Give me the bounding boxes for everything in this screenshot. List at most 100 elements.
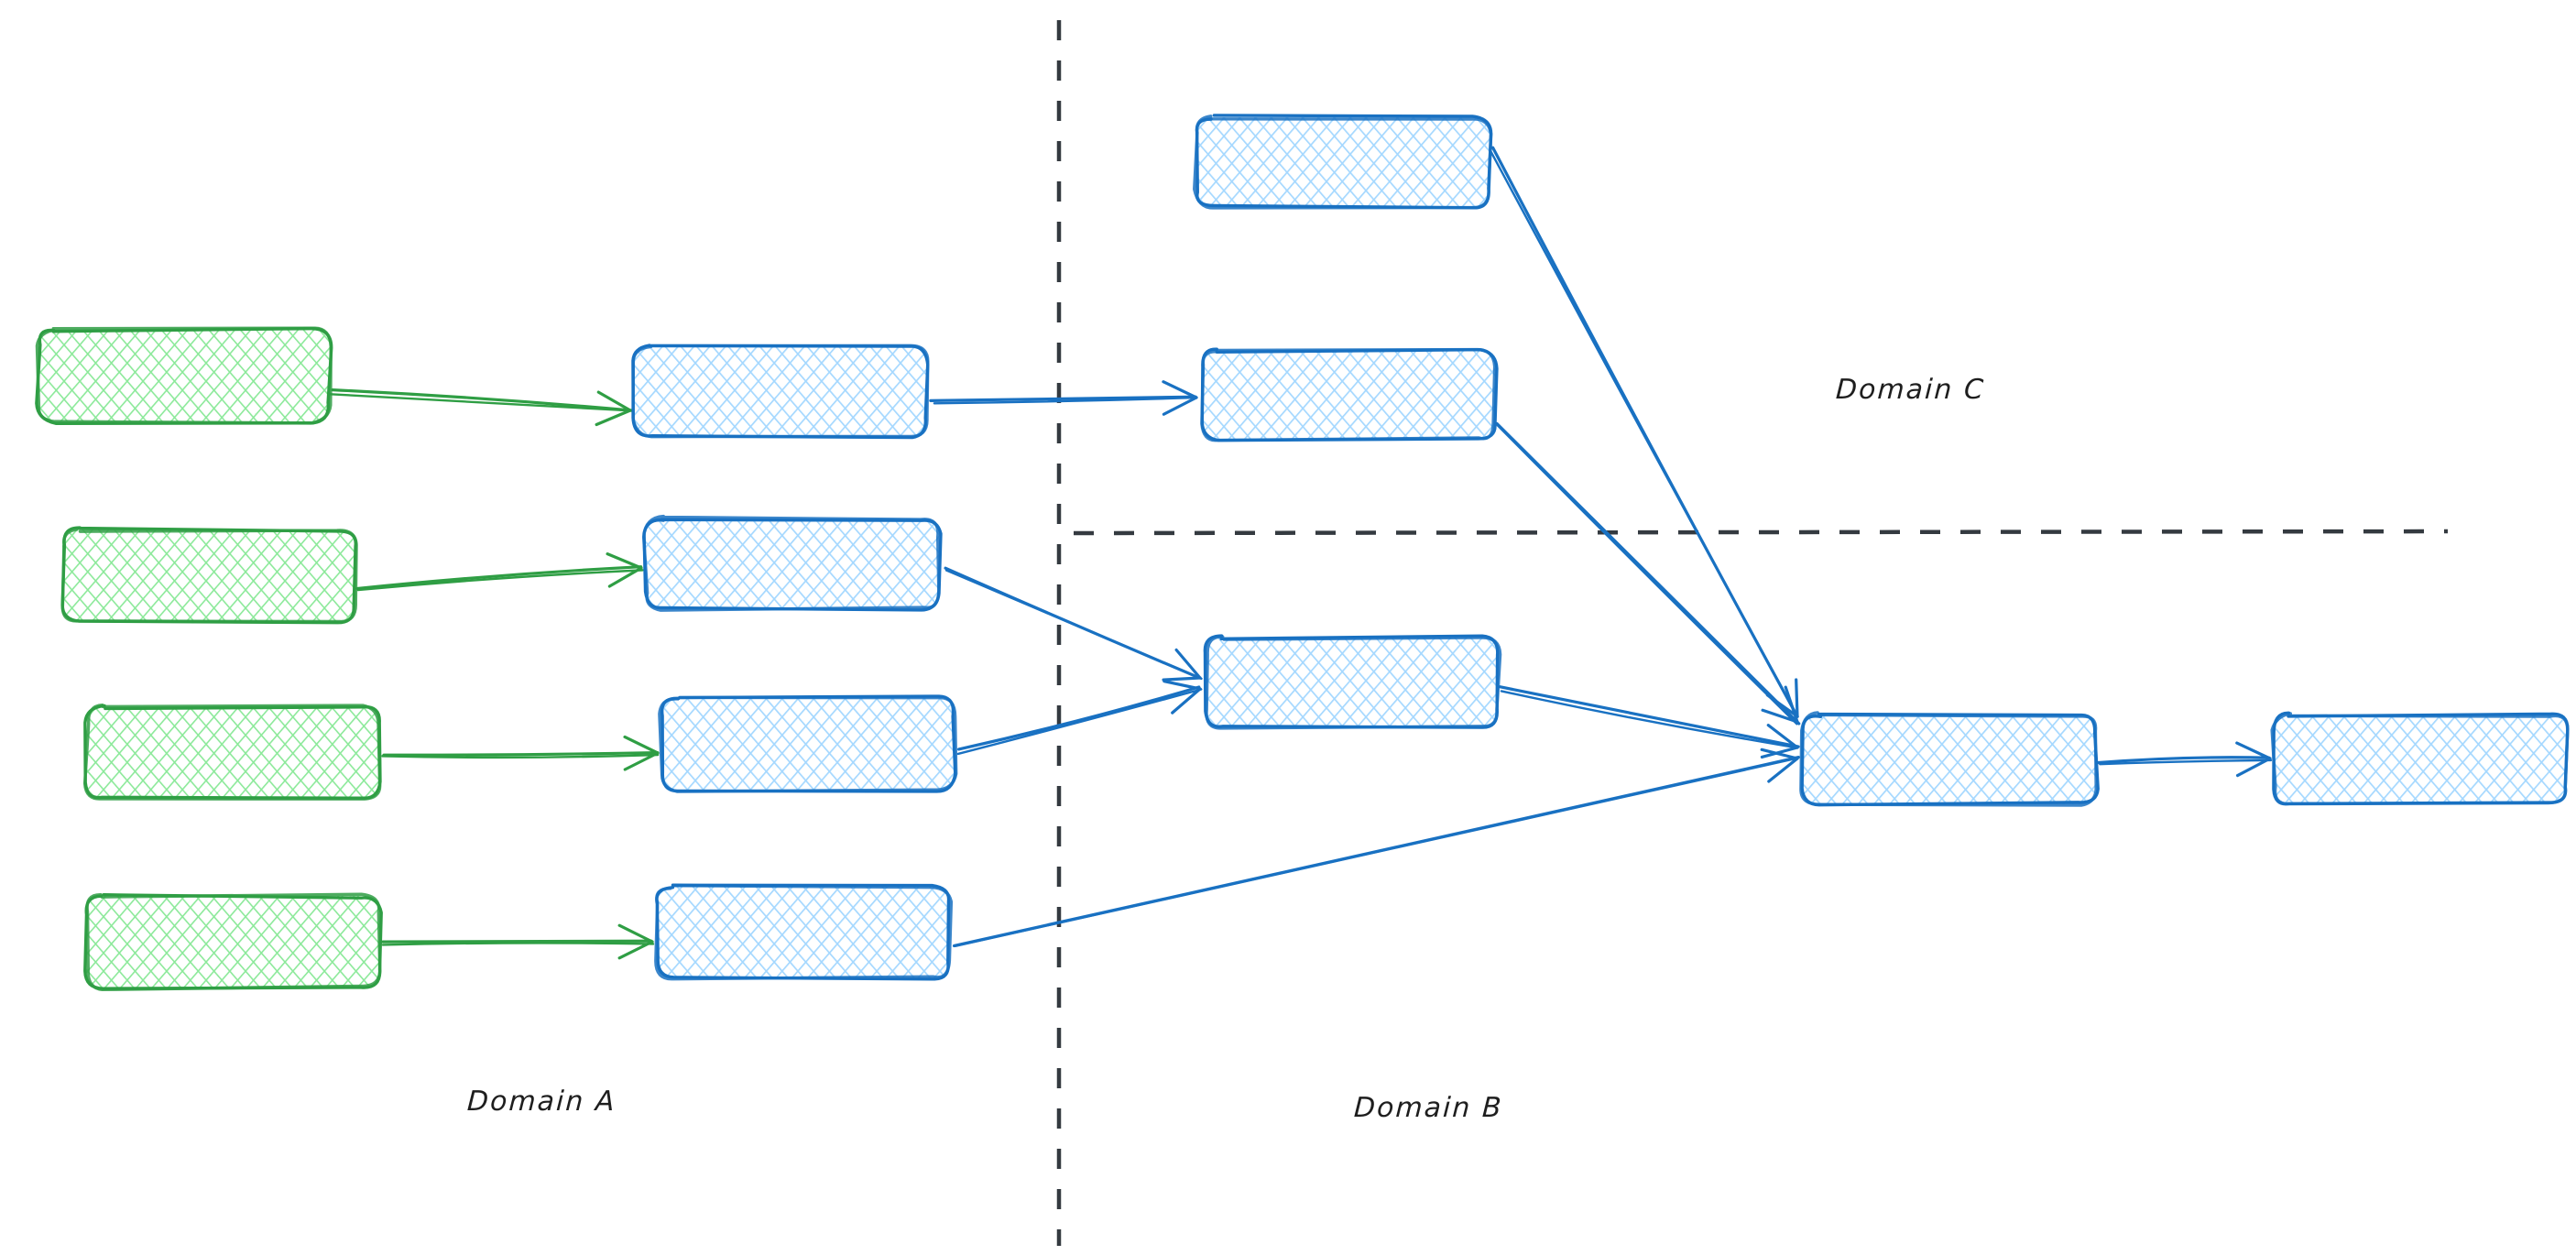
edge-e-a1-b1[interactable]	[329, 387, 634, 427]
node-box-e1[interactable]	[2270, 711, 2570, 806]
node-box-d1[interactable]	[1799, 711, 2100, 807]
arrowhead-icon	[595, 409, 632, 427]
edge-stroke	[933, 396, 1197, 405]
edge-stroke	[1500, 690, 1798, 749]
node-fill-b-b3	[661, 698, 955, 790]
node-fill-b-c1	[1196, 117, 1490, 207]
node-fill-b-b1	[634, 346, 927, 436]
node-outline-c3	[1205, 635, 1502, 730]
edge-stroke	[381, 942, 655, 946]
node-box-a2[interactable]	[60, 526, 358, 625]
edge-e-c1-d1[interactable]	[1489, 146, 1799, 718]
node-fill-b-a2	[62, 529, 355, 621]
edge-stroke	[2099, 758, 2273, 766]
edge-stroke	[956, 688, 1203, 756]
arrowhead-icon	[1162, 396, 1198, 416]
node-fill-b-a1	[38, 330, 330, 421]
node-fill-b-a3	[87, 707, 380, 799]
divider-horizontal	[1073, 529, 2449, 536]
arrowhead-icon	[1766, 724, 1799, 749]
node-outline-c2	[1200, 347, 1497, 442]
edge-stroke	[382, 750, 660, 757]
node-box-b2[interactable]	[641, 514, 943, 612]
edge-stroke	[1498, 685, 1800, 748]
arrowhead-icon	[617, 940, 654, 960]
arrowhead-icon	[1162, 676, 1202, 682]
edge-e-a3-b3[interactable]	[381, 735, 660, 771]
node-fill-b-e1	[2274, 715, 2567, 804]
domain-label-b: Domain B	[1353, 1092, 1504, 1124]
arrowhead-icon	[1761, 708, 1799, 724]
arrowhead-icon	[1795, 678, 1799, 718]
node-box-b1[interactable]	[631, 344, 930, 440]
node-outline-a4	[85, 892, 382, 992]
arrowhead-icon	[607, 566, 643, 588]
domain-label-a: Domain A	[466, 1086, 617, 1118]
edge-stroke	[381, 753, 660, 759]
node-box-b4[interactable]	[654, 883, 954, 981]
node-outline-b1	[631, 344, 930, 439]
arrowhead-icon	[1760, 746, 1799, 759]
edge-e-c3-d1[interactable]	[1498, 685, 1800, 759]
edge-stroke	[956, 685, 1201, 751]
edge-e-b1-c2[interactable]	[929, 380, 1198, 416]
node-outline-c1	[1193, 115, 1493, 210]
node-outline-e1	[2270, 712, 2570, 806]
arrowhead-icon	[1174, 648, 1202, 680]
edge-e-b3-c3[interactable]	[956, 680, 1203, 756]
node-outline-b4	[654, 884, 954, 981]
node-outline-d1	[1799, 711, 2098, 807]
node-outline-a2	[60, 528, 358, 624]
edge-e-d1-e1[interactable]	[2097, 741, 2273, 778]
edge-stroke	[355, 565, 643, 591]
arrowhead-icon	[606, 552, 643, 570]
node-layer	[35, 114, 2570, 992]
edge-e-b4-d1[interactable]	[952, 748, 1800, 948]
arrowhead-icon	[2235, 757, 2272, 778]
node-outline-a3	[82, 704, 382, 801]
node-box-a4[interactable]	[83, 892, 383, 992]
node-outline-b2	[641, 514, 941, 612]
edge-stroke	[1489, 148, 1799, 718]
arrowhead-icon	[596, 390, 632, 412]
domain-label-c: Domain C	[1835, 374, 1986, 406]
node-fill-b-c3	[1206, 638, 1499, 727]
edge-e-a4-b4[interactable]	[381, 923, 655, 960]
node-box-c3[interactable]	[1203, 634, 1502, 730]
edge-stroke	[331, 387, 634, 412]
edge-stroke	[954, 757, 1797, 948]
edge-stroke	[1495, 421, 1801, 726]
arrowhead-icon	[2235, 741, 2272, 760]
node-fill-b-b2	[646, 518, 939, 608]
edge-layer	[329, 146, 2273, 960]
arrowhead-icon	[623, 751, 660, 771]
arrowhead-icon	[623, 735, 660, 755]
edge-stroke	[944, 569, 1203, 681]
arrowhead-icon	[1760, 748, 1799, 760]
divider-layer	[1056, 20, 2449, 1246]
node-box-a3[interactable]	[82, 704, 382, 801]
node-fill-b-a4	[86, 896, 379, 988]
edge-e-a2-b2[interactable]	[355, 552, 644, 592]
node-box-a1[interactable]	[35, 326, 333, 425]
arrowhead-icon	[1767, 757, 1799, 783]
edge-e-b2-c3[interactable]	[944, 566, 1203, 682]
arrowhead-icon	[1784, 685, 1799, 724]
edge-e-c2-d1[interactable]	[1495, 421, 1801, 726]
node-box-c2[interactable]	[1200, 347, 1499, 442]
node-outline-a1	[35, 326, 333, 425]
arrowhead-icon	[1171, 687, 1202, 715]
edge-stroke	[2097, 756, 2271, 765]
node-box-c1[interactable]	[1193, 114, 1493, 210]
edge-stroke	[329, 393, 630, 412]
arrowhead-icon	[1162, 680, 1202, 691]
edge-stroke	[1496, 424, 1798, 726]
node-box-b3[interactable]	[658, 694, 958, 793]
arrowhead-icon	[1162, 380, 1198, 399]
edge-stroke	[929, 395, 1197, 402]
node-outline-b3	[658, 695, 958, 793]
node-fill-b-b4	[656, 887, 949, 978]
node-fill-b-d1	[1803, 715, 2096, 804]
